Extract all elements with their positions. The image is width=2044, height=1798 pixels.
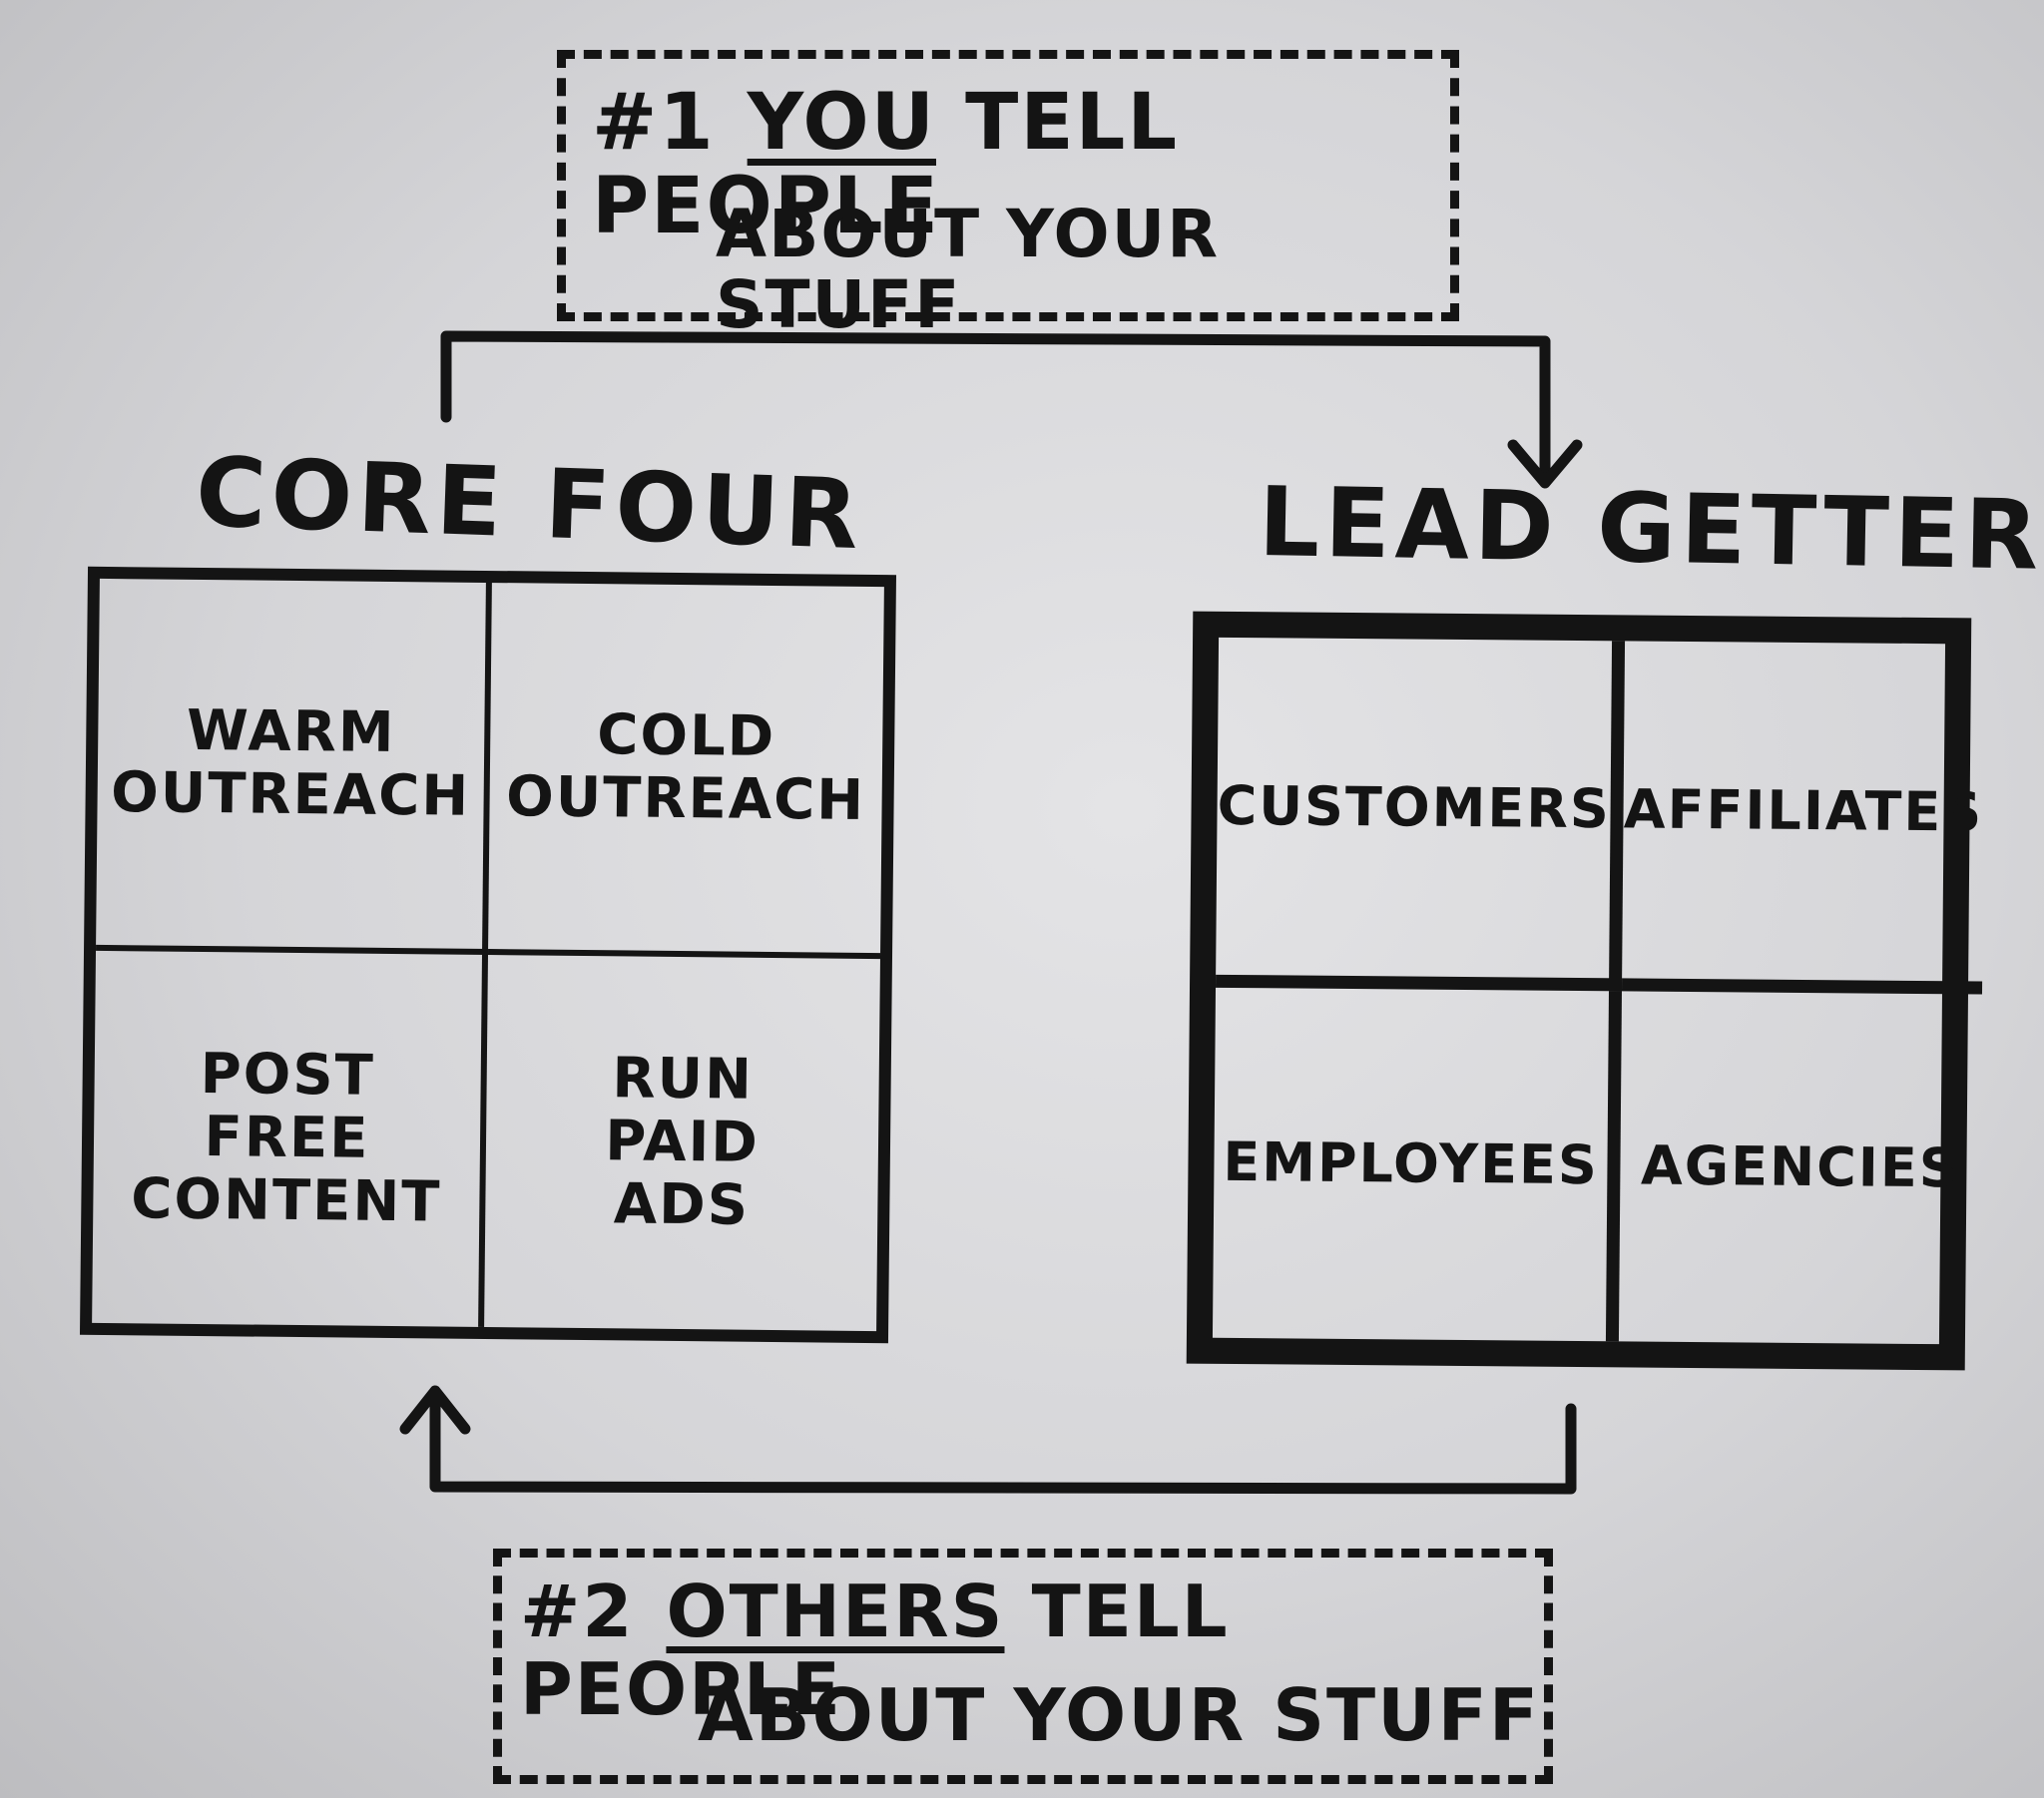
bottom-box-subject: Others <box>666 1570 1005 1653</box>
top-connector-line <box>440 330 1551 485</box>
core-four-cell: WarmOutreach <box>96 578 492 955</box>
bottom-box-line-1: #2 Others Tell People <box>520 1573 1544 1729</box>
others-tell-people-box: #2 Others Tell People About Your Stuff <box>493 1549 1553 1784</box>
core-four-cell: RunPaidAds <box>604 1046 761 1238</box>
top-arrowhead <box>1507 439 1583 489</box>
bottom-box-line-2: About Your Stuff <box>698 1673 1541 1757</box>
lead-getters-cell: Agencies <box>1640 1133 1960 1200</box>
bottom-arrowhead <box>399 1385 471 1435</box>
core-four-title: Core Four <box>194 436 865 572</box>
bottom-connector-line <box>429 1393 1577 1495</box>
top-box-subject: You <box>747 78 936 168</box>
top-box-number: #1 <box>592 78 716 168</box>
lead-getters-cell: Employees <box>1212 987 1623 1342</box>
bottom-box-number: #2 <box>520 1570 635 1653</box>
top-box-rest: Tell People <box>592 78 1180 252</box>
bottom-box-rest: Tell People <box>520 1570 1230 1731</box>
core-four-grid: WarmOutreach ColdOutreach PostFreeConten… <box>79 566 897 1344</box>
core-four-cell: PostFreeContent <box>92 950 488 1327</box>
top-box-line-1: #1 You Tell People <box>592 78 1450 252</box>
lead-getters-cell: Affiliates <box>1622 641 1985 995</box>
core-four-cell: ColdOutreach <box>488 583 884 960</box>
lead-getters-grid: Customers Affiliates Employees Agencies <box>1186 611 1985 1371</box>
you-tell-people-box: #1You Tell People About Your Stuff <box>557 50 1459 340</box>
lead-getters-title: Lead Getters <box>1258 466 2044 593</box>
top-box-line-2: About Your Stuff <box>716 196 1221 344</box>
lead-getters-cell: Customers <box>1216 637 1626 992</box>
